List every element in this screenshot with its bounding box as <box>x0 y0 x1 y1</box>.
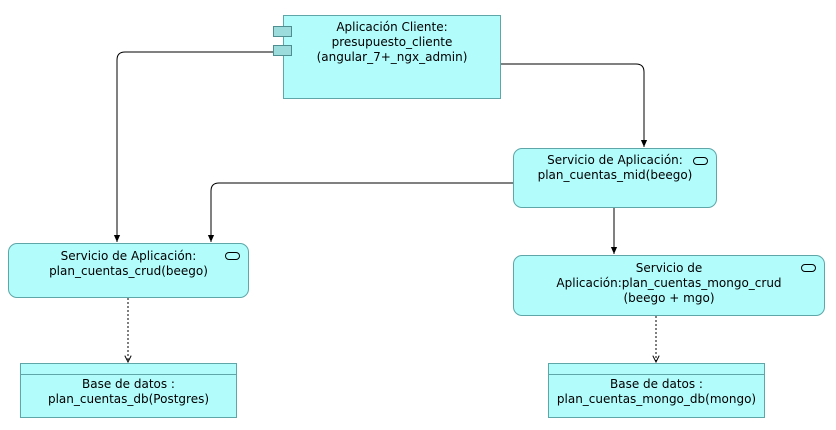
crud-service-line-2: plan_cuentas_crud(beego) <box>49 264 208 278</box>
postgres-db-node[interactable]: Base de datos : plan_cuentas_db(Postgres… <box>20 363 237 418</box>
client-application-node[interactable]: Aplicación Cliente: presupuesto_cliente … <box>283 15 501 99</box>
mongo-service-node[interactable]: Servicio de Aplicación:plan_cuentas_mong… <box>513 255 825 316</box>
postgres-db-line-2: plan_cuentas_db(Postgres) <box>47 392 210 406</box>
edge-client-to-crud <box>113 51 283 242</box>
crud-service-line-1: Servicio de Aplicación: <box>60 249 197 263</box>
mid-service-line-2: plan_cuentas_mid(beego) <box>537 168 693 182</box>
mid-service-node[interactable]: Servicio de Aplicación: plan_cuentas_mid… <box>513 148 717 208</box>
edge-client-to-mid <box>500 63 648 147</box>
component-handle-icon <box>273 45 292 56</box>
service-icon <box>225 252 240 260</box>
component-handle-icon <box>273 26 292 37</box>
mongo-service-line-1: Servicio de <box>635 261 703 275</box>
service-icon <box>801 264 816 272</box>
mongo-service-line-2: Aplicación:plan_cuentas_mongo_crud <box>556 276 782 290</box>
mid-service-line-1: Servicio de Aplicación: <box>547 153 683 167</box>
datastore-divider <box>21 374 236 375</box>
client-line-2: presupuesto_cliente <box>331 35 453 49</box>
client-line-3: (angular_7+_ngx_admin) <box>316 50 468 64</box>
mongo-db-node[interactable]: Base de datos : plan_cuentas_mongo_db(mo… <box>548 363 765 418</box>
mongo-db-line-2: plan_cuentas_mongo_db(mongo) <box>556 392 757 406</box>
mongo-service-line-3: (beego + mgo) <box>623 291 715 305</box>
postgres-db-line-1: Base de datos : <box>82 377 175 391</box>
service-icon <box>693 157 708 165</box>
client-line-1: Aplicación Cliente: <box>336 20 448 34</box>
edge-mid-to-crud <box>207 182 513 242</box>
mongo-db-line-1: Base de datos : <box>610 377 703 391</box>
datastore-divider <box>549 374 764 375</box>
crud-service-node[interactable]: Servicio de Aplicación: plan_cuentas_cru… <box>8 243 249 298</box>
